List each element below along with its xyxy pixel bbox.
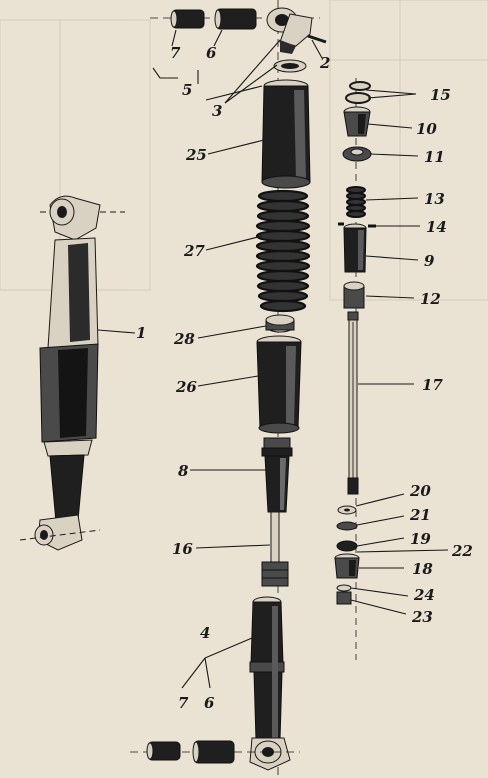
- cylinder-8: [261, 437, 293, 513]
- label-11: 11: [424, 148, 445, 166]
- label-23: 23: [411, 608, 433, 626]
- spring-27: [255, 189, 311, 313]
- label-25: 25: [185, 146, 207, 164]
- label-2: 2: [319, 54, 330, 72]
- rod-16: [270, 511, 280, 563]
- pin-14: [338, 222, 376, 228]
- right-column: [334, 78, 376, 660]
- rings-15: [345, 81, 371, 104]
- label-3: 3: [212, 102, 222, 120]
- bottom-bushing-6: [192, 740, 235, 764]
- ring-28: [265, 314, 295, 333]
- top-bushing-7: [170, 9, 205, 29]
- callout-labels: 1 2 3 4 5 6 6 7 7 8 9 10 11 12 13 14 15 …: [136, 44, 473, 712]
- label-24: 24: [413, 586, 435, 604]
- label-26: 26: [175, 378, 197, 396]
- piston-rod-17: [347, 311, 359, 495]
- label-16: 16: [172, 540, 193, 558]
- label-7-bottom: 7: [178, 694, 189, 712]
- label-17: 17: [422, 376, 443, 394]
- top-eye-mount: [266, 7, 313, 54]
- label-13: 13: [424, 190, 445, 208]
- bottom-eye-mount: [249, 737, 291, 771]
- label-27: 27: [183, 242, 205, 260]
- washer-21: [336, 521, 358, 531]
- washer-20: [337, 505, 357, 515]
- nut-23: [336, 591, 352, 605]
- label-28: 28: [173, 330, 195, 348]
- label-7-top: 7: [170, 44, 181, 62]
- central-column: [130, 0, 327, 778]
- label-10: 10: [416, 120, 437, 138]
- label-8: 8: [178, 462, 189, 480]
- assembled-shock-absorber: [19, 195, 125, 551]
- upper-cover-25: [261, 79, 311, 189]
- washer-24: [336, 584, 352, 592]
- nut-12: [343, 281, 365, 309]
- label-5: 5: [182, 81, 192, 99]
- pin-2: [307, 34, 327, 44]
- lower-cover-26: [256, 335, 302, 434]
- label-12: 12: [420, 290, 441, 308]
- leader-lines: [97, 29, 449, 689]
- label-20: 20: [409, 482, 431, 500]
- disc-19: [336, 540, 358, 552]
- piston-18: [334, 553, 360, 579]
- label-6-top: 6: [206, 44, 217, 62]
- washer-3: [273, 59, 307, 73]
- label-4: 4: [200, 624, 210, 642]
- label-22: 22: [451, 542, 473, 560]
- spring-13: [346, 186, 366, 218]
- label-21: 21: [409, 506, 431, 524]
- label-15: 15: [430, 86, 451, 104]
- seal-11: [342, 146, 372, 162]
- rod-nut: [261, 561, 289, 587]
- guide-10: [343, 106, 371, 137]
- bottom-bushing-7: [146, 741, 181, 761]
- label-18: 18: [412, 560, 433, 578]
- label-1: 1: [136, 324, 146, 342]
- label-6-bottom: 6: [204, 694, 215, 712]
- top-bushing-6: [214, 8, 257, 30]
- label-19: 19: [410, 530, 431, 548]
- label-9: 9: [424, 252, 435, 270]
- lower-body-4: [249, 596, 285, 741]
- label-14: 14: [426, 218, 447, 236]
- valve-body-9: [343, 223, 367, 273]
